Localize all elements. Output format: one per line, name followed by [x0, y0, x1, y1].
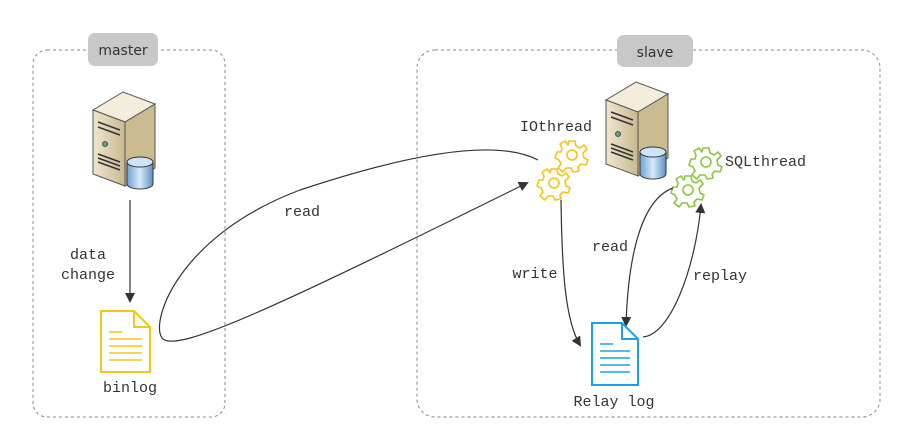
sql-thread-gear-icon: [670, 175, 705, 208]
slave-server-icon: [605, 81, 669, 180]
slave-container: [416, 49, 881, 418]
relay-log-label: Relay log: [573, 394, 654, 411]
io-thread-gear-icon: [554, 140, 589, 173]
slave-label: slave: [637, 45, 674, 61]
data-change-label-2: change: [61, 267, 115, 284]
write-label: write: [512, 266, 557, 283]
write-arrow: [560, 199, 582, 347]
read-relay-label: read: [592, 239, 628, 256]
data-change-label-1: data: [70, 247, 106, 264]
read-binlog-arrow: [158, 149, 539, 342]
master-label: master: [98, 43, 148, 59]
master-server-icon: [92, 91, 156, 190]
replay-arrow: [642, 203, 706, 338]
binlog-file-icon: [100, 310, 151, 373]
master-label-pill: [88, 33, 158, 66]
relay-log-file-icon: [591, 322, 639, 386]
read-binlog-label: read: [284, 204, 320, 221]
replay-label: replay: [693, 268, 747, 285]
io-thread-gear-icon: [536, 168, 571, 201]
binlog-label: binlog: [103, 380, 157, 397]
slave-label-pill: [617, 35, 693, 67]
read-relay-arrow: [621, 187, 674, 327]
sql-thread-gear-icon: [688, 147, 723, 180]
io-thread-label: IOthread: [520, 119, 592, 136]
master-container: [32, 49, 226, 418]
sql-thread-label: SQLthread: [725, 154, 806, 171]
